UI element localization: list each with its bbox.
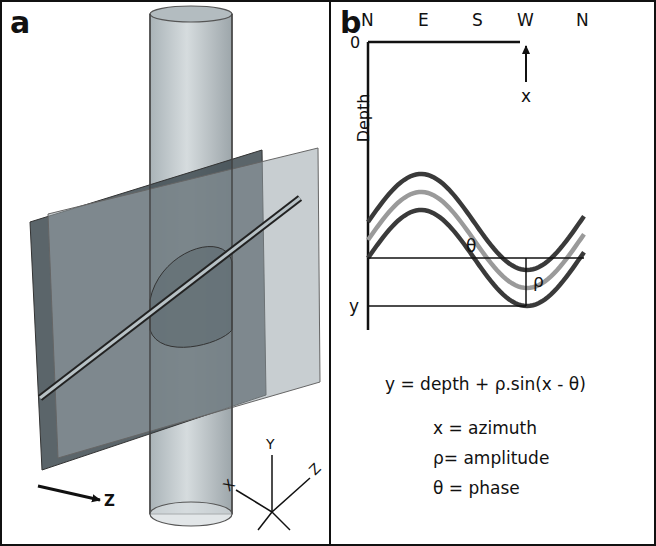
azimuth-axis xyxy=(368,41,520,44)
cylinder-bottom xyxy=(150,502,232,526)
variable-label: θ xyxy=(466,238,476,255)
north-arrow xyxy=(38,486,100,500)
axis-z xyxy=(272,478,310,512)
panel-letter: b xyxy=(340,8,361,38)
definition: θ = phase xyxy=(433,480,520,497)
axis-x xyxy=(236,490,272,512)
amplitude-line xyxy=(525,258,527,306)
axis-letter: Y xyxy=(266,437,275,451)
axis-title: Depth xyxy=(356,94,372,143)
equation: y = depth + ρ.sin(x - θ) xyxy=(385,376,586,393)
compass-point: N xyxy=(361,12,374,29)
light-plane xyxy=(48,148,320,458)
variable-label: ρ xyxy=(533,273,544,290)
definition: x = azimuth xyxy=(433,420,537,437)
panel-divider xyxy=(329,0,331,546)
depth-line xyxy=(368,305,526,307)
compass-point: S xyxy=(472,12,483,29)
sinusoid-curve xyxy=(368,210,584,306)
compass-point: E xyxy=(418,12,429,29)
depth-axis xyxy=(367,42,370,330)
cylinder-top xyxy=(150,6,232,22)
axis-stub xyxy=(272,512,290,530)
panel-letter: a xyxy=(10,8,30,38)
definition: ρ= amplitude xyxy=(433,450,549,467)
sinusoid-curve xyxy=(368,192,584,288)
cylinder-edge xyxy=(149,14,150,514)
variable-label: x xyxy=(521,88,531,105)
strike-line xyxy=(40,198,300,398)
strike-line xyxy=(40,198,300,398)
axis-letter: Z xyxy=(306,461,323,478)
cylinder-edge xyxy=(231,14,232,514)
sinusoids xyxy=(368,174,584,306)
compass-point: N xyxy=(576,12,589,29)
reference-line xyxy=(368,257,584,259)
compass-point: W xyxy=(517,12,534,29)
azimuth-pointer xyxy=(525,46,527,82)
axis-zero: 0 xyxy=(350,35,360,51)
axis-letter: Z xyxy=(104,494,115,509)
sinusoid-curve xyxy=(368,174,584,270)
axis-y xyxy=(271,455,273,512)
variable-label: y xyxy=(349,298,359,315)
axis-stub xyxy=(258,512,272,530)
